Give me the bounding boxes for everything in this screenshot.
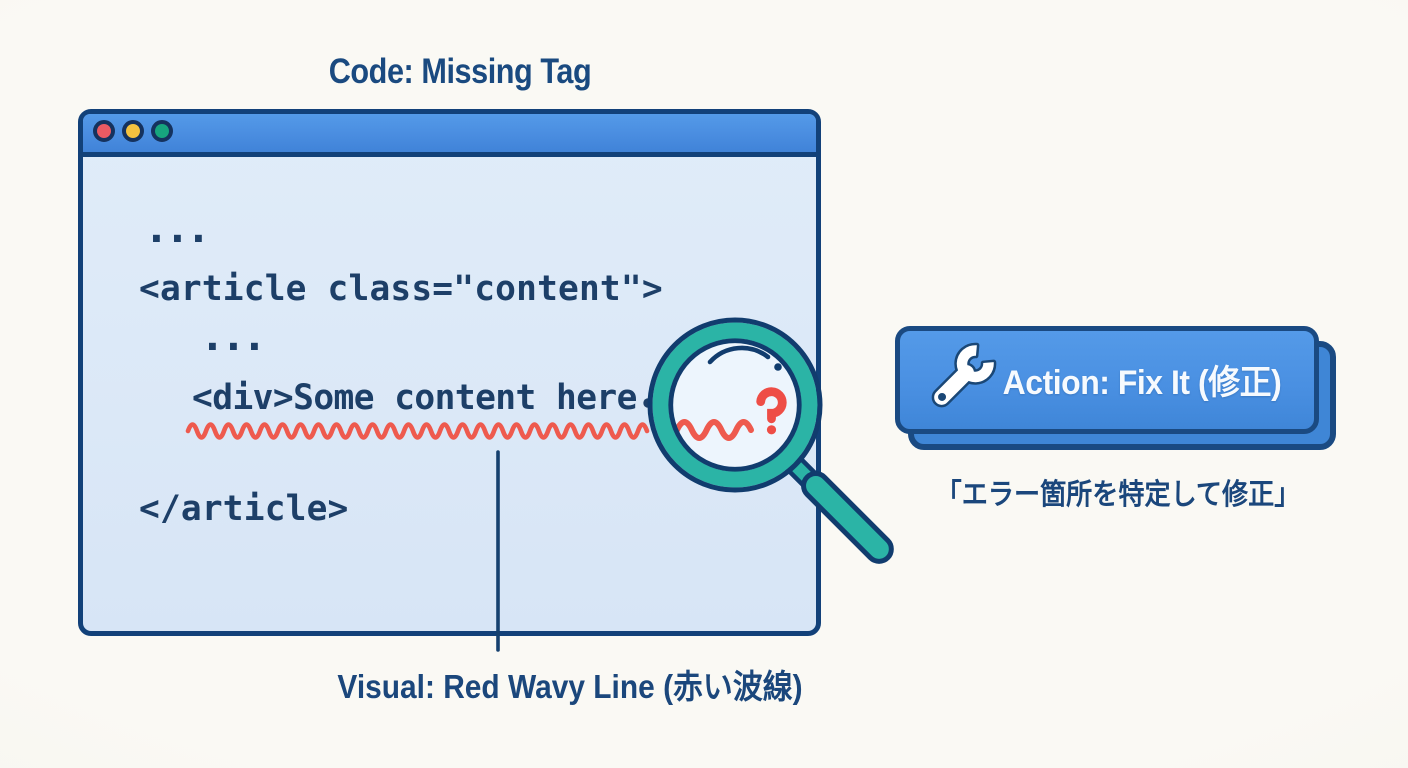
action-caption: 「エラー箇所を特定して修正」 bbox=[935, 479, 1301, 511]
question-mark-glyph bbox=[756, 387, 787, 435]
magnifier-icon: ? bbox=[647, 317, 894, 564]
wrench-icon bbox=[931, 342, 997, 408]
code-line-article-close: </article> bbox=[139, 489, 349, 529]
lens-rim-teal bbox=[652, 322, 818, 488]
visual-caption: Visual: Red Wavy Line (赤い波線) bbox=[337, 668, 803, 705]
red-wavy-underline bbox=[185, 422, 650, 440]
lens-rim-inner-line bbox=[668, 338, 802, 472]
magnified-wavy-line bbox=[674, 419, 754, 441]
lens-highlight-dot bbox=[774, 363, 782, 371]
code-line-div-unclosed: <div>Some content here. bbox=[192, 378, 658, 418]
action-button-label: Action: Fix It (修正) bbox=[1002, 364, 1282, 402]
code-line-ellipsis-1: ... bbox=[142, 203, 213, 257]
traffic-light-minimize-icon[interactable] bbox=[122, 120, 144, 142]
lens-rim-outer-line bbox=[647, 317, 823, 493]
traffic-light-close-icon[interactable] bbox=[93, 120, 115, 142]
code-line-article-open: <article class="content"> bbox=[139, 269, 663, 309]
action-button[interactable]: Action: Fix It (修正) bbox=[895, 326, 1319, 434]
diagram-title: Code: Missing Tag bbox=[328, 52, 592, 91]
lens-highlight-arc bbox=[707, 345, 771, 365]
code-line-ellipsis-2: ... bbox=[198, 311, 269, 365]
traffic-light-zoom-icon[interactable] bbox=[151, 120, 173, 142]
magnifier-handle bbox=[801, 471, 894, 564]
window-titlebar bbox=[83, 114, 816, 157]
